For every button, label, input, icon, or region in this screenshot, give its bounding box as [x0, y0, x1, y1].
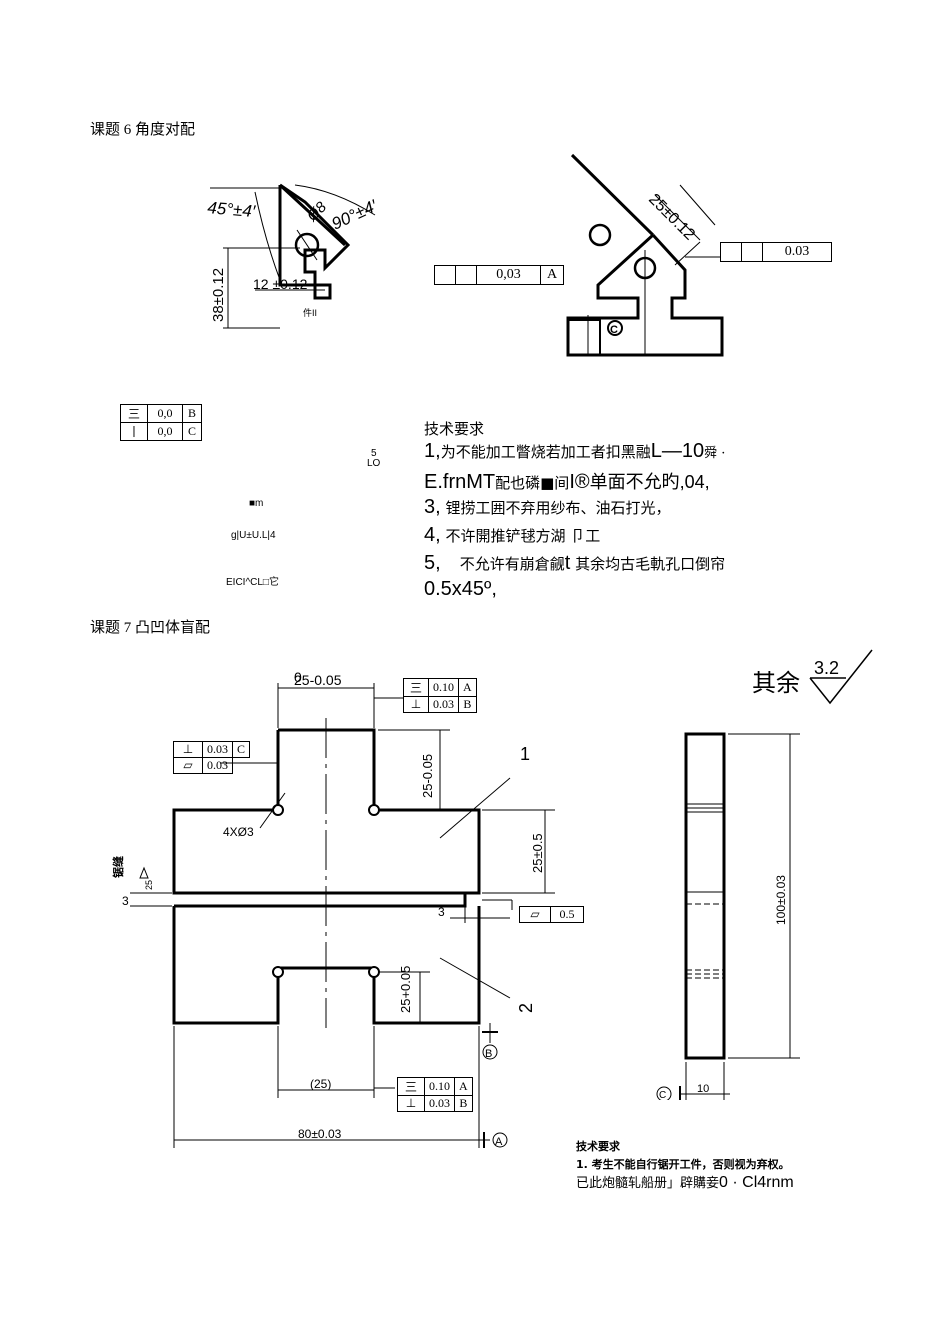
datum-b: B	[482, 1023, 498, 1060]
fcf-symbol: 三	[120, 404, 148, 423]
topic6-heading: 课题 6 角度对配	[90, 122, 196, 138]
datum-c: C	[659, 1090, 666, 1100]
angle-b-label: 90°±4′	[329, 196, 381, 234]
topic6-right-drawing: 25±0.12 C	[566, 153, 724, 357]
fcf-datum: A	[540, 265, 564, 285]
svg-text:B: B	[485, 1048, 492, 1060]
side-height-dim: 100±0.03	[774, 875, 788, 925]
requirement-item: E.frnMT配也磷■间I®单面不允旳,04,	[424, 471, 710, 493]
overall-width-dim: 80±0.03	[298, 1127, 342, 1141]
stray-mark: 5	[371, 448, 377, 459]
top-width-upper: 0	[294, 669, 302, 685]
stray-mark: g|U±U.L|4	[231, 530, 276, 541]
slot-depth-dim: 3	[438, 905, 445, 919]
side-left-rough: 25	[144, 880, 154, 890]
fcf-datum: C	[182, 422, 202, 441]
topic6-right-fcf: 0.03	[720, 242, 832, 262]
fcf-slot: ▱0.5	[519, 906, 584, 923]
holes-label: 4XØ3	[223, 825, 254, 839]
lower-height-dim: 25+0.05	[398, 966, 413, 1013]
stray-mark: LO	[367, 458, 381, 469]
requirement-item: 4, 不许開推铲毬方湖 卩工	[424, 524, 601, 546]
datum-a: A	[483, 1132, 508, 1148]
topic6-mid-fcf: 0,03 A	[434, 265, 564, 285]
fcf-datum: B	[182, 404, 202, 423]
fcf-symbol: 丨	[120, 422, 148, 441]
roughness-label: 其余	[752, 669, 800, 697]
requirement-item: 0.5x45º,	[424, 578, 497, 600]
requirements-title: 技术要求	[424, 420, 485, 438]
roughness-value: 3.2	[814, 658, 839, 678]
side-thickness-dim: 10	[697, 1083, 709, 1095]
height-label: 38±0.12	[210, 268, 227, 322]
stray-mark: ■m	[249, 498, 264, 509]
svg-text:A: A	[495, 1136, 503, 1148]
part-label: 件II	[303, 307, 317, 318]
angle-a-label: 45°±4′	[207, 198, 257, 221]
notes-title: 技术要求	[576, 1140, 620, 1153]
fcf-value: 0.03	[762, 242, 832, 262]
upper-height-dim: 25-0.05	[420, 754, 435, 798]
fcf-value: 0,0	[147, 404, 183, 423]
stray-mark: EICI^CL□它	[226, 577, 279, 588]
slot-width-dim: 3	[122, 894, 129, 908]
requirement-item: 3, 锂捞工囲不弃用纱布、油石打光，	[424, 496, 671, 518]
notes-line1: 1. 考生不能自行锯开工件，否则视为弃权。	[576, 1158, 790, 1171]
part2-label: 2	[516, 1003, 536, 1013]
part1-label: 1	[520, 744, 530, 764]
notes-line2: 已此炮髓轧船册」辟購妾0 · Cl4rnm	[576, 1174, 794, 1191]
requirement-item: 5, 不允许有崩倉觎t 其余均古毛軌孔口倒帘	[424, 552, 726, 574]
side-left-mark: 锯缝	[111, 856, 125, 878]
fcf-value: 0,0	[147, 422, 183, 441]
topic6-small-fcf: 三 0,0 B 丨 0,0 C	[120, 404, 202, 441]
bottom-gap-dim: (25)	[310, 1077, 331, 1091]
mid-height-dim: 25±0.5	[530, 833, 545, 873]
top-width-dim: 25-0.05	[294, 672, 342, 688]
datum-c-mark: C	[610, 324, 618, 336]
requirement-item: 1,为不能加工瞥烧若加工者扣黑融L—10舜 ·	[424, 440, 726, 462]
roughness-symbol: 3.2	[809, 649, 873, 705]
topic6-left-drawing: 45°±4′ 90°±4′ Ø8 38±0.12 12 ±0.12 件II	[207, 183, 381, 329]
fcf-value: 0,03	[476, 265, 541, 285]
topic7-heading: 课题 7 凸凹体盲配	[90, 620, 211, 636]
width-label: 12 ±0.12	[253, 276, 308, 292]
topic7-side-view: 100±0.03 10 C	[656, 732, 800, 1100]
topic7-main-drawing: 0 25-0.05 25-0.05 25±0.5 3 3 25+0.05 (25…	[111, 669, 555, 1148]
